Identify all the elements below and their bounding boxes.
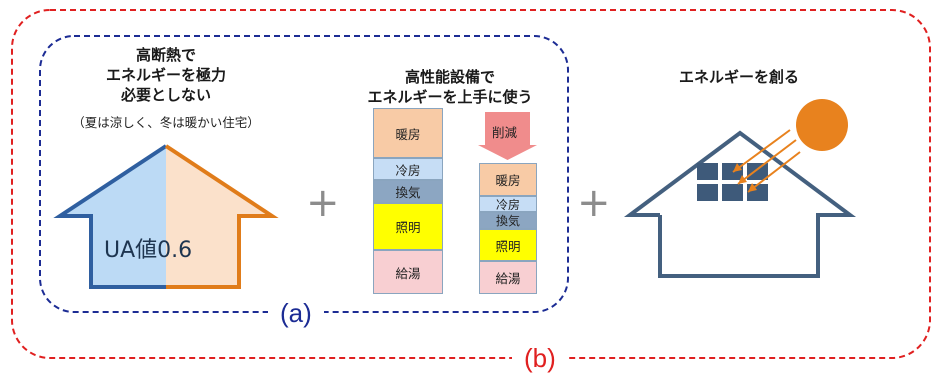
stack-before-ventilation: 換気 xyxy=(373,180,443,203)
stack-after-lighting: 照明 xyxy=(479,229,537,261)
stack-before-heating: 暖房 xyxy=(373,108,443,158)
insulation-title-line-1: 高断熱で xyxy=(135,46,196,64)
frame-b xyxy=(11,9,931,359)
frame-b-label: (b) xyxy=(512,343,568,373)
stack-after-hot-water: 給湯 xyxy=(479,261,537,294)
insulation-subtitle: （夏は涼しく、冬は暖かい住宅） xyxy=(72,115,260,130)
ua-value-label: UA値0.6 xyxy=(104,238,193,263)
house-right-half xyxy=(166,146,272,287)
stack-after-ventilation: 換気 xyxy=(479,212,537,229)
sun-icon xyxy=(796,99,848,151)
insulation-title-line-2: エネルギーを極力 xyxy=(105,66,226,84)
insulation-title-line-3: 必要としない xyxy=(120,86,211,104)
stack-after-heating: 暖房 xyxy=(479,163,537,196)
solar-house-outline xyxy=(623,130,857,278)
equipment-title: 高性能設備で エネルギーを上手に使う xyxy=(340,67,560,107)
stack-before-lighting: 照明 xyxy=(373,203,443,250)
plus-sign-2: + xyxy=(577,180,611,226)
stack-after-cooling: 冷房 xyxy=(479,196,537,212)
equipment-title-line-2: エネルギーを上手に使う xyxy=(367,88,533,106)
reduction-label: 削減 xyxy=(492,125,518,140)
frame-a-label: (a) xyxy=(268,298,324,328)
sunlight-rays-icon xyxy=(732,129,801,193)
house-right-outline xyxy=(164,144,279,289)
house-left-outline xyxy=(53,144,168,289)
equipment-title-line-1: 高性能設備で xyxy=(404,68,495,86)
plus-sign-1: + xyxy=(306,180,340,226)
solar-title: エネルギーを創る xyxy=(678,68,799,86)
house-left-half xyxy=(60,146,166,287)
stack-before-hot-water: 給湯 xyxy=(373,250,443,294)
stack-before-cooling: 冷房 xyxy=(373,158,443,180)
insulation-title: 高断熱で エネルギーを極力 必要としない xyxy=(66,45,266,105)
